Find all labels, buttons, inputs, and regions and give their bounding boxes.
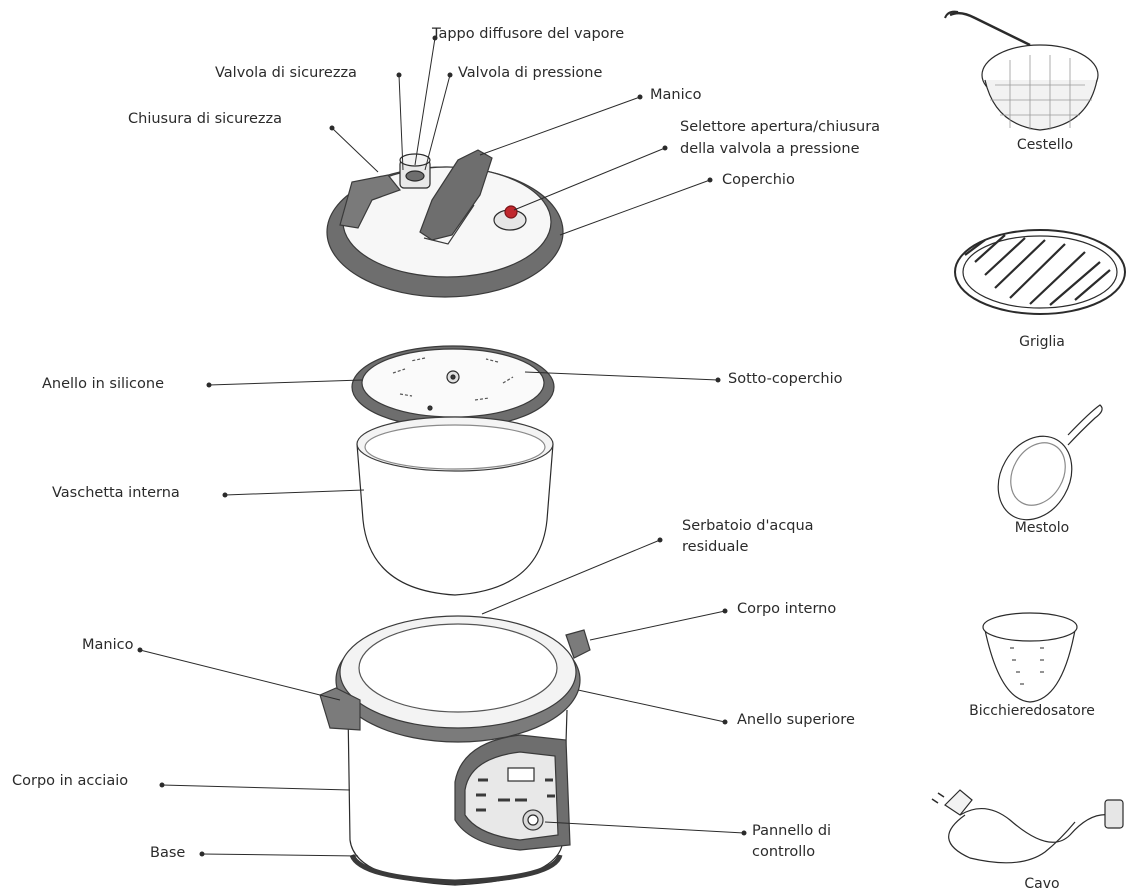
- label-base: Base: [150, 845, 186, 861]
- rack-illustration: [954, 229, 1126, 315]
- caption-bicchieredosatore: Bicchieredosatore: [969, 703, 1095, 719]
- label-selettore-line1: Selettore apertura/chiusura: [680, 119, 881, 135]
- label-chiusura-sicurezza: Chiusura di sicurezza: [128, 111, 282, 127]
- measuring-cup-illustration: [982, 612, 1078, 703]
- label-anello-superiore: Anello superiore: [737, 712, 855, 728]
- label-manico-corpo: Manico: [82, 637, 134, 653]
- label-anello-silicone: Anello in silicone: [42, 376, 164, 392]
- label-corpo-interno: Corpo interno: [737, 601, 837, 617]
- label-selettore-line2: della valvola a pressione: [680, 141, 860, 157]
- label-pannello-line1: Pannello di: [752, 823, 832, 839]
- inner-lid-illustration: [351, 345, 555, 429]
- basket-illustration: [944, 10, 1099, 131]
- inner-pot-illustration: [356, 416, 554, 596]
- caption-cavo: Cavo: [1024, 876, 1060, 892]
- label-tappo-diffusore: Tappo diffusore del vapore: [432, 26, 625, 42]
- caption-mestolo: Mestolo: [1014, 520, 1070, 536]
- ladle-illustration: [997, 404, 1103, 521]
- label-corpo-acciaio: Corpo in acciaio: [12, 773, 129, 789]
- caption-cestello: Cestello: [1016, 137, 1074, 153]
- label-pannello-line2: controllo: [752, 844, 816, 860]
- label-coperchio: Coperchio: [722, 172, 795, 188]
- label-vaschetta-interna: Vaschetta interna: [52, 485, 180, 501]
- label-serbatoio-line1: Serbatoio d'acqua: [682, 518, 814, 534]
- label-valvola-sicurezza: Valvola di sicurezza: [215, 65, 357, 81]
- label-manico-coperchio: Manico: [650, 87, 702, 103]
- caption-griglia: Griglia: [1019, 334, 1065, 350]
- leader-dots: [137, 35, 747, 857]
- lid-illustration: [326, 149, 564, 298]
- label-serbatoio-line2: residuale: [682, 539, 749, 555]
- label-valvola-pressione: Valvola di pressione: [458, 65, 603, 81]
- cable-illustration: [931, 789, 1124, 864]
- cooker-body-illustration: [319, 615, 591, 886]
- leader-lines: [139, 37, 745, 857]
- label-sotto-coperchio: Sotto-coperchio: [728, 371, 843, 387]
